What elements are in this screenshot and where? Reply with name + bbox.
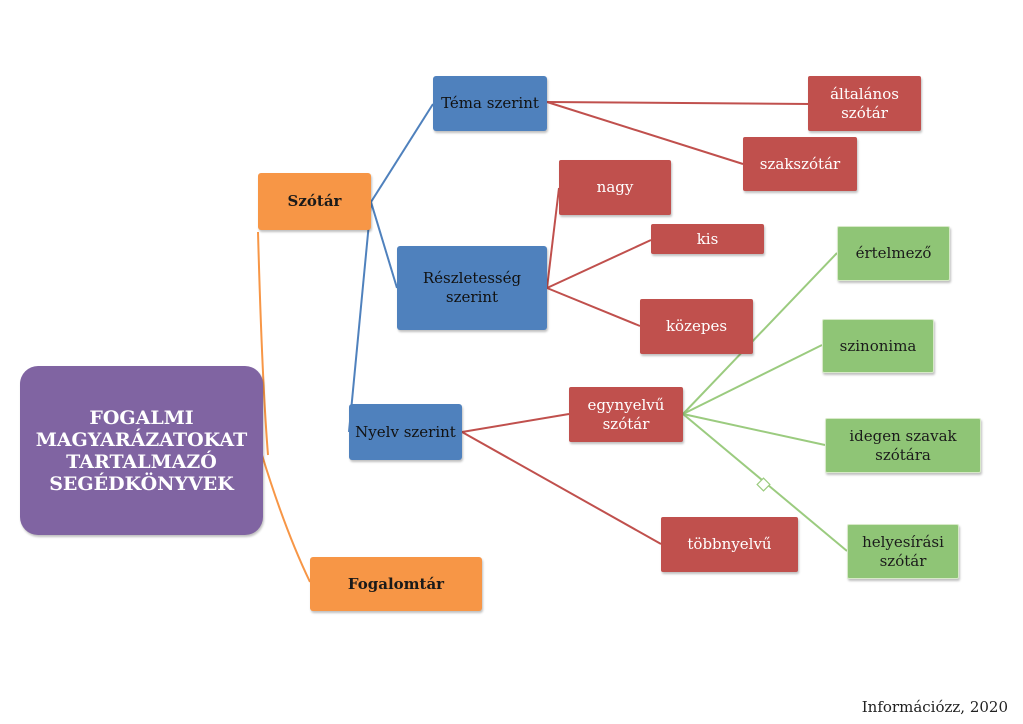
node-ertelmezo: értelmező [837,226,950,281]
node-szakszotar: szakszótár [743,137,857,191]
link-nyelv-egynyelvu [461,413,570,433]
link-egynyelvu-idegen [682,413,826,446]
link-szotar-tema [370,103,434,203]
node-szotar: Szótár [258,173,371,230]
node-kozepes: közepes [640,299,753,354]
node-tema-szerint: Téma szerint [433,76,547,131]
node-egynyelvu-szotar: egynyelvű szótár [569,387,683,442]
node-nyelv-szerint: Nyelv szerint [349,404,462,460]
link-szotar-nyelv [348,201,372,433]
link-tema-altalanos [546,101,811,105]
node-fogalomtar: Fogalomtár [310,557,482,611]
credit-text: Információzz, 2020 [861,698,1008,716]
connector-handle-icon [756,477,771,492]
link-egynyelvu-szinonima [682,344,823,415]
node-tobbnyelvu: többnyelvű [661,517,798,572]
link-tema-szakszotar [546,101,744,165]
link-root-szotar [257,231,269,456]
node-szinonima: szinonima [822,319,934,373]
node-helyesirasi-szotar: helyesírási szótár [847,524,959,579]
link-nyelv-tobbnyelvu [461,431,662,545]
link-root-fogalomtar [261,454,311,583]
node-nagy: nagy [559,160,671,215]
node-altalanos-szotar: általános szótár [808,76,921,131]
node-reszletesseg-szerint: Részletesség szerint [397,246,547,330]
link-reszletesseg-nagy [546,187,560,289]
root-node: FOGALMI MAGYARÁZATOKAT TARTALMAZÓ SEGÉDK… [20,366,263,535]
link-szotar-reszletesseg [370,201,398,289]
link-egynyelvu-ertelmezo [682,252,838,415]
node-idegen-szavak-szotara: idegen szavak szótára [825,418,981,473]
link-reszletesseg-kis [546,239,652,289]
node-kis: kis [651,224,764,254]
link-reszletesseg-kozepes [546,287,641,327]
